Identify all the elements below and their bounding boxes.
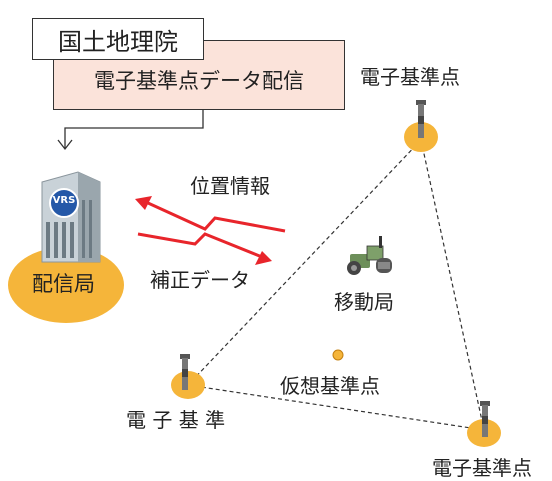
virtual-point-label: 仮想基準点	[280, 374, 380, 398]
transmission-arrows	[137, 201, 286, 259]
ref-point-right-label: 電子基準点	[432, 456, 532, 480]
ref-point-left-label: 電 子 基 準	[126, 408, 226, 432]
roller-vehicle-icon	[347, 236, 392, 275]
position-info-label: 位置情報	[190, 174, 270, 198]
baseline-top-right	[420, 139, 485, 431]
virtual-point-marker	[332, 349, 344, 361]
gsi-label: 国土地理院	[58, 27, 178, 56]
arrow-position	[147, 201, 286, 233]
baseline-bottom	[187, 384, 485, 431]
correction-data-label: 補正データ	[150, 268, 250, 292]
connector-line	[64, 110, 204, 148]
baseline-network	[187, 139, 485, 431]
antenna-left-icon	[180, 354, 190, 390]
antenna-right-icon	[480, 401, 490, 437]
rover-label: 移動局	[334, 290, 394, 314]
arrowhead-correction	[255, 251, 272, 265]
arrowhead-position	[135, 196, 152, 210]
antenna-top-icon	[416, 100, 426, 138]
baseline-top-left	[187, 139, 422, 386]
building-icon	[41, 171, 101, 263]
arrow-correction	[137, 232, 263, 259]
station-ellipse	[8, 247, 124, 323]
vrs-badge: VRS	[52, 195, 76, 206]
connector-arrowhead	[57, 139, 73, 151]
gsi-box: 国土地理院	[32, 18, 204, 60]
station-label: 配信局	[32, 272, 95, 296]
ref-point-top-label: 電子基準点	[360, 65, 460, 89]
distribution-label: 電子基準点データ配信	[94, 69, 304, 93]
